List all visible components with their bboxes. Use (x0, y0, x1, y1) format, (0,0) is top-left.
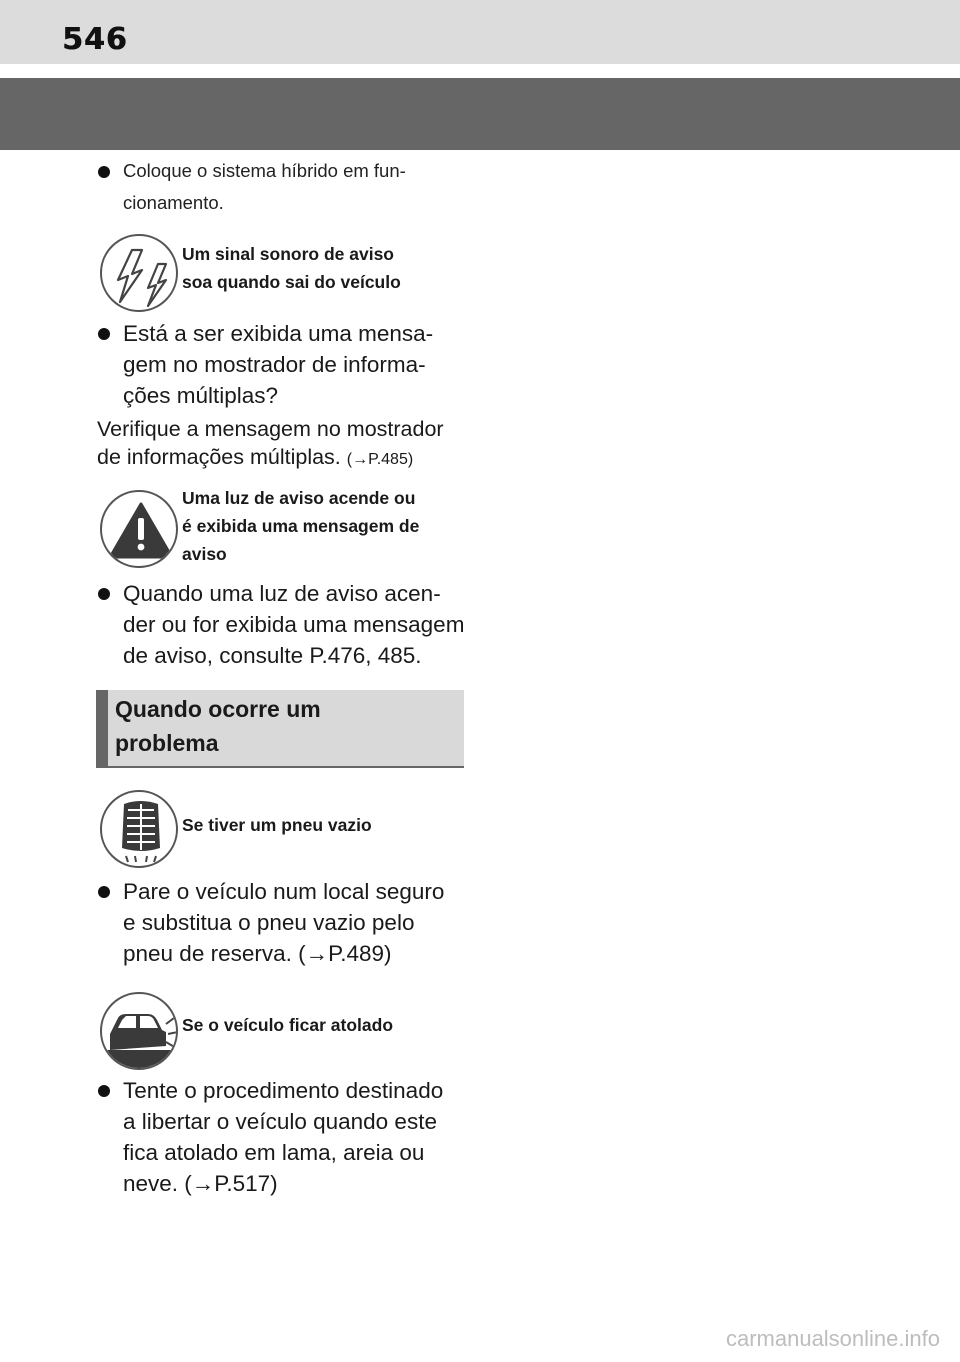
bullet-text-line: pneu de reserva. (→P.489) (123, 941, 392, 966)
icon-caption-line: é exibida uma mensagem de (182, 516, 420, 536)
section-title: Quando ocorre um problema (115, 692, 445, 760)
paragraph-line: de informações múltiplas. (→P.485) (97, 443, 477, 474)
section-header: Quando ocorre um problema (96, 690, 464, 768)
list-item: Está a ser exibida uma mensa- gem no mos… (98, 318, 468, 411)
page-number: 546 (62, 22, 128, 57)
bullet-text-line: fica atolado em lama, areia ou (123, 1140, 425, 1165)
list-item: Tente o procedimento destinado a liberta… (98, 1075, 468, 1199)
bullet-text-line: Coloque o sistema híbrido em fun- (123, 160, 406, 181)
bullet-icon (98, 588, 110, 600)
bullet-icon (98, 886, 110, 898)
paragraph-text: de informações múltiplas. (97, 445, 341, 469)
list-item: Quando uma luz de aviso acen- der ou for… (98, 578, 468, 671)
bullet-icon (98, 166, 110, 178)
icon-caption: Se o veículo ficar atolado (182, 1011, 472, 1039)
bullet-text-line: ções múltiplas? (123, 383, 279, 408)
icon-caption-line: Um sinal sonoro de aviso (182, 244, 394, 264)
chapter-band (0, 78, 960, 150)
bullet-text-line: gem no mostrador de informa- (123, 352, 426, 377)
section-title-line: problema (115, 730, 219, 756)
bullet-text-line: Tente o procedimento destinado (123, 1078, 444, 1103)
bullet-text-line: neve. (→P.517) (123, 1171, 278, 1196)
paragraph-line: Verifique a mensagem no mostrador (97, 417, 444, 441)
bullet-icon (98, 328, 110, 340)
icon-caption-line: aviso (182, 544, 227, 564)
list-item: Coloque o sistema híbrido em fun- cionam… (98, 155, 468, 219)
bullet-text-line: der ou for exibida uma mensagem (123, 612, 465, 637)
bullet-text-line: Está a ser exibida uma mensa- (123, 321, 434, 346)
stuck-car-icon (100, 992, 178, 1070)
bullet-text-line: Quando uma luz de aviso acen- (123, 581, 441, 606)
bullet-text-line: cionamento. (123, 192, 224, 213)
icon-caption: Uma luz de aviso acende ou é exibida uma… (182, 484, 472, 568)
icon-caption-line: Se o veículo ficar atolado (182, 1015, 394, 1035)
watermark: carmanualsonline.info (725, 1326, 940, 1351)
lightning-sound-icon (100, 234, 178, 312)
bullet-text-line: Pare o veículo num local seguro (123, 879, 445, 904)
bullet-icon (98, 1085, 110, 1097)
icon-caption-line: Uma luz de aviso acende ou (182, 488, 416, 508)
icon-caption-line: soa quando sai do veículo (182, 272, 401, 292)
paragraph: Verifique a mensagem no mostrador de inf… (97, 415, 477, 474)
section-title-line: Quando ocorre um (115, 696, 321, 722)
bullet-text-line: de aviso, consulte P.476, 485. (123, 643, 422, 668)
flat-tire-icon (100, 790, 178, 868)
section-header-bar (96, 690, 108, 766)
bullet-text-line: e substitua o pneu vazio pelo (123, 910, 415, 935)
icon-caption: Um sinal sonoro de aviso soa quando sai … (182, 240, 472, 296)
page-header-band (0, 0, 960, 64)
icon-caption: Se tiver um pneu vazio (182, 811, 472, 839)
icon-caption-line: Se tiver um pneu vazio (182, 815, 372, 835)
page-reference: (→P.485) (346, 451, 414, 468)
bullet-text-line: a libertar o veículo quando este (123, 1109, 437, 1134)
warning-exclamation-icon (100, 490, 178, 568)
list-item: Pare o veículo num local seguro e substi… (98, 876, 468, 969)
